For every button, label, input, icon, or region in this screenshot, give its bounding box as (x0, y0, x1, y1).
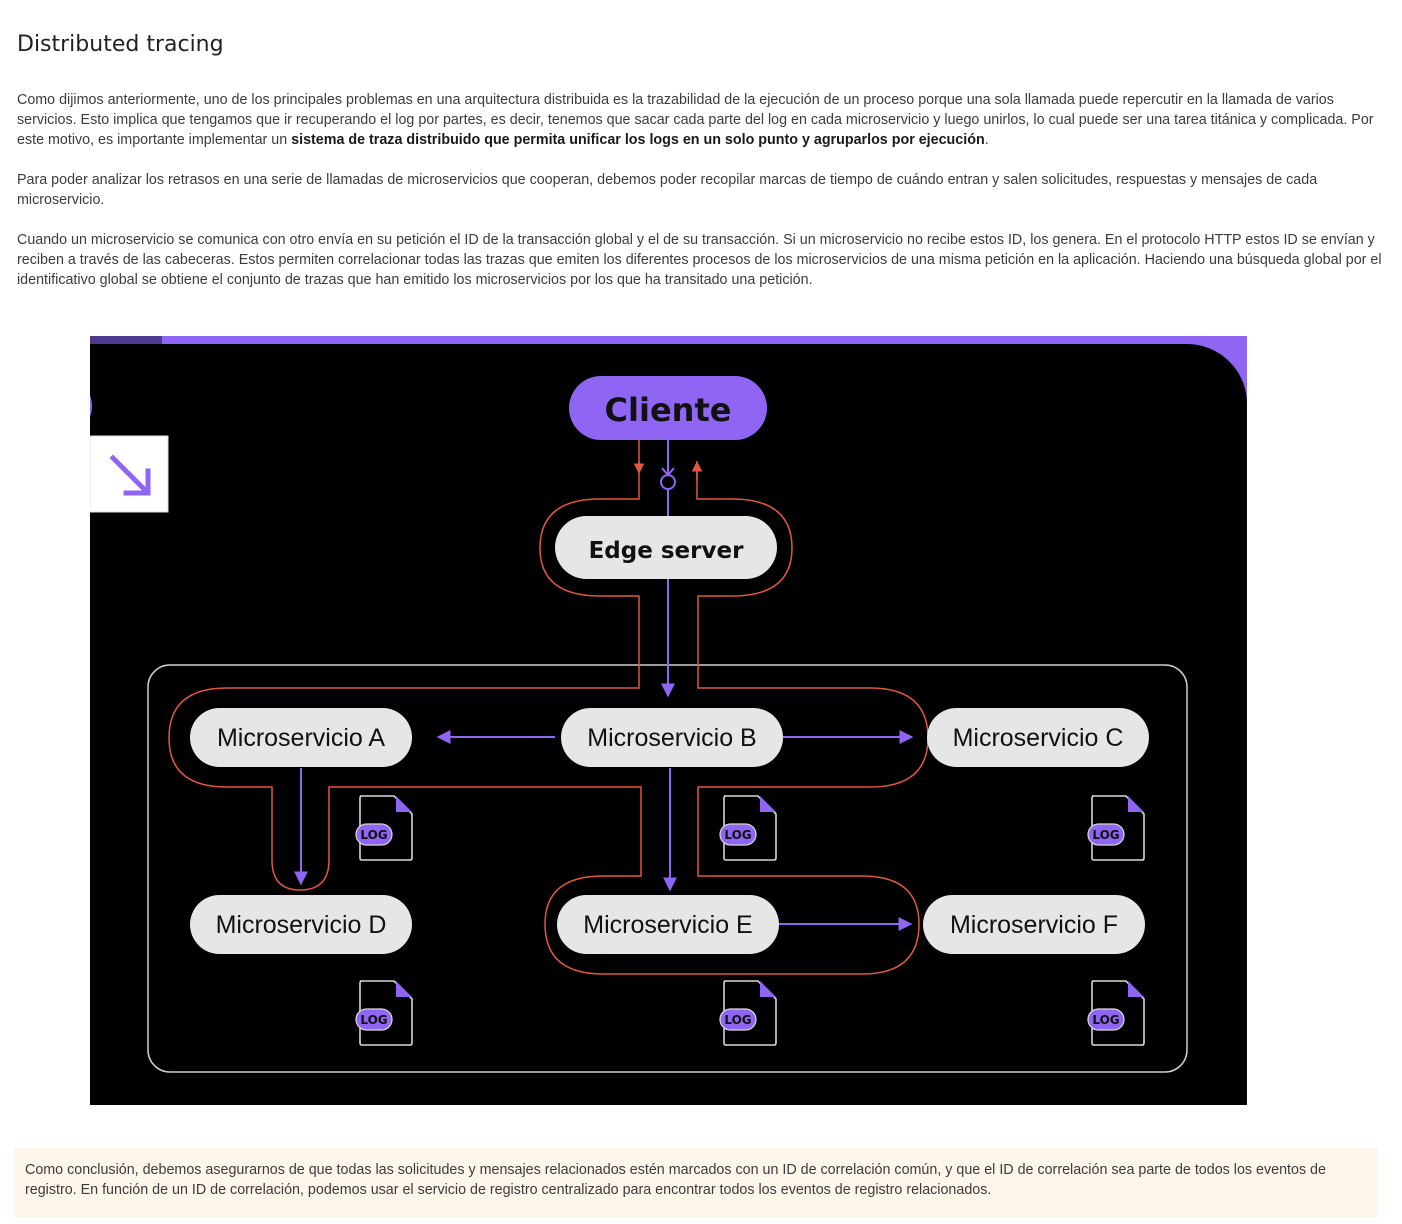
svg-text:LOG: LOG (360, 828, 387, 842)
microservice-f-node: Microservicio F (923, 895, 1145, 954)
page-title: Distributed tracing (17, 32, 224, 57)
edge-server-node: Edge server (555, 516, 777, 579)
microservice-b-node: Microservicio B (561, 708, 783, 767)
client-node: Cliente (569, 376, 767, 440)
log-file-icon-e: LOG (719, 980, 777, 1046)
intro-emphasis: sistema de traza distribuido que permita… (291, 132, 985, 148)
microservice-d-label: Microservicio D (216, 911, 387, 939)
svg-text:LOG: LOG (360, 1013, 387, 1027)
distributed-tracing-diagram: Cliente Edge server Microservicio A Micr… (90, 336, 1247, 1105)
intro-paragraph: Como dijimos anteriormente, uno de los p… (17, 90, 1382, 150)
intro-end: . (984, 132, 989, 148)
microservice-b-label: Microservicio B (587, 724, 756, 752)
svg-text:LOG: LOG (1092, 828, 1119, 842)
latency-paragraph: Para poder analizar los retrasos en una … (17, 172, 1318, 208)
microservice-e-node: Microservicio E (557, 895, 779, 954)
microservice-d-node: Microservicio D (190, 895, 412, 954)
microservice-c-label: Microservicio C (953, 724, 1124, 752)
client-label: Cliente (605, 391, 732, 429)
microservice-a-label: Microservicio A (217, 724, 385, 752)
microservice-c-node: Microservicio C (927, 708, 1149, 767)
microservice-e-label: Microservicio E (583, 911, 752, 939)
log-file-icon-b: LOG (719, 795, 777, 861)
conclusion-callout: Como conclusión, debemos asegurarnos de … (14, 1148, 1378, 1217)
arrow-down-right-icon[interactable] (90, 435, 169, 513)
intro-text: Como dijimos anteriormente, uno de los p… (17, 92, 1374, 148)
svg-text:LOG: LOG (724, 828, 751, 842)
microservice-f-label: Microservicio F (950, 911, 1118, 939)
log-file-icon-f: LOG (1087, 980, 1145, 1046)
log-file-icon-c: LOG (1087, 795, 1145, 861)
svg-text:LOG: LOG (724, 1013, 751, 1027)
correlation-paragraph: Cuando un microservicio se comunica con … (17, 232, 1382, 288)
svg-text:LOG: LOG (1092, 1013, 1119, 1027)
trace-path (168, 461, 929, 975)
log-file-icon-a: LOG (355, 795, 413, 861)
call-flow (294, 440, 914, 931)
microservice-a-node: Microservicio A (190, 708, 412, 767)
edge-server-label: Edge server (589, 538, 744, 564)
log-file-icon-d: LOG (355, 980, 413, 1046)
